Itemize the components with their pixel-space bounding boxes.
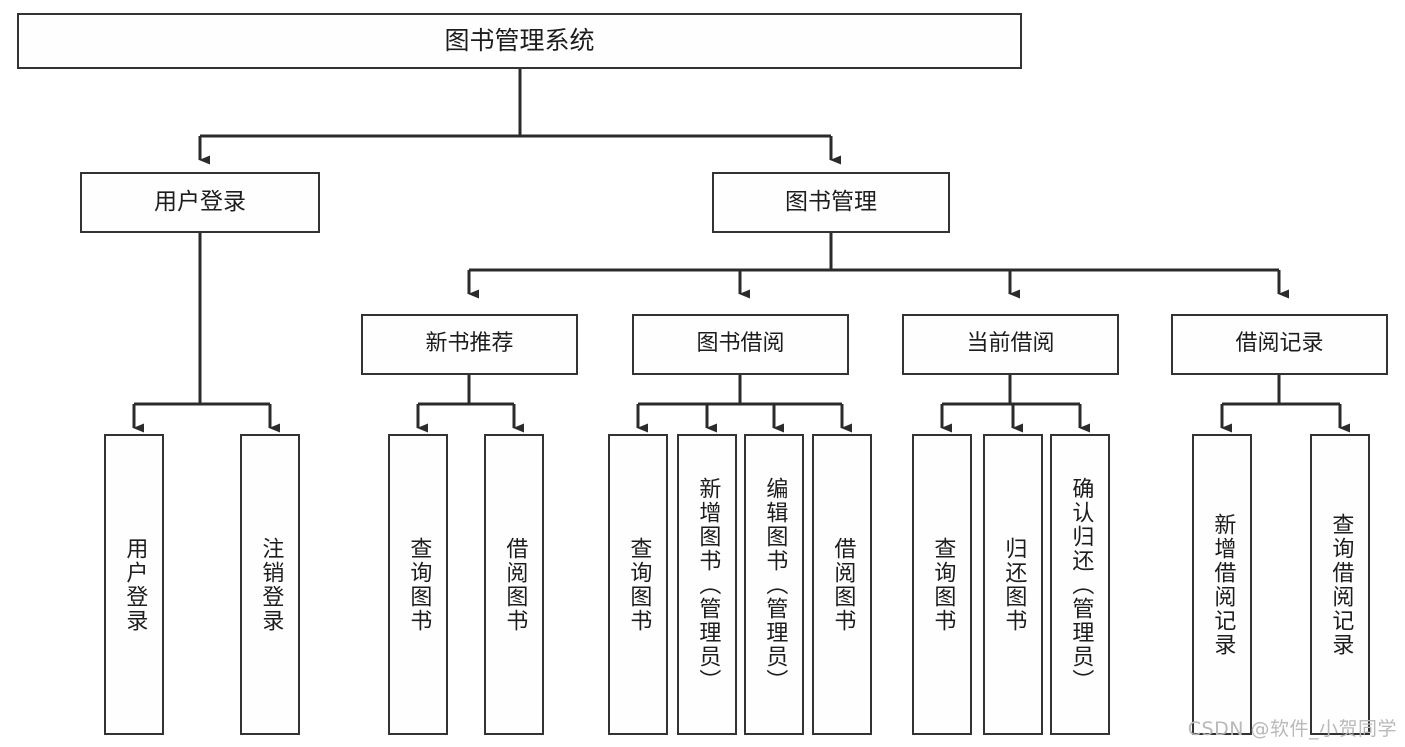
node-label-leaf-add-book: 新增图书（管理员）	[695, 476, 721, 693]
node-new-book-recommend[interactable]: 新书推荐	[361, 314, 578, 375]
node-leaf-user-login[interactable]: 用户登录	[104, 434, 164, 735]
node-label-leaf-logout: 注销登录	[258, 536, 284, 633]
node-book-management[interactable]: 图书管理	[712, 172, 950, 233]
node-label-leaf-add-borrow-record: 新增借阅记录	[1210, 512, 1236, 657]
node-current-borrow[interactable]: 当前借阅	[902, 314, 1119, 375]
node-root[interactable]: 图书管理系统	[17, 13, 1022, 69]
node-leaf-query-book-1[interactable]: 查询图书	[388, 434, 448, 735]
node-leaf-return-book[interactable]: 归还图书	[983, 434, 1043, 735]
node-label-leaf-query-book-2: 查询图书	[626, 536, 652, 633]
node-leaf-query-book-3[interactable]: 查询图书	[912, 434, 972, 735]
node-label-book-borrow: 图书借阅	[696, 331, 785, 357]
node-label-leaf-borrow-book-2: 借阅图书	[830, 536, 856, 633]
node-leaf-borrow-book-2[interactable]: 借阅图书	[812, 434, 872, 735]
node-label-leaf-edit-book: 编辑图书（管理员）	[762, 476, 788, 693]
node-user-login[interactable]: 用户登录	[80, 172, 320, 233]
node-leaf-query-borrow-record[interactable]: 查询借阅记录	[1310, 434, 1370, 735]
node-label-leaf-borrow-book-1: 借阅图书	[502, 536, 528, 633]
node-label-book-management: 图书管理	[785, 188, 877, 215]
node-label-current-borrow: 当前借阅	[966, 331, 1055, 357]
node-leaf-edit-book[interactable]: 编辑图书（管理员）	[744, 434, 804, 735]
node-leaf-borrow-book-1[interactable]: 借阅图书	[484, 434, 544, 735]
node-leaf-add-borrow-record[interactable]: 新增借阅记录	[1192, 434, 1252, 735]
node-leaf-add-book[interactable]: 新增图书（管理员）	[677, 434, 737, 735]
node-label-new-book-recommend: 新书推荐	[425, 331, 514, 357]
node-borrow-record[interactable]: 借阅记录	[1171, 314, 1388, 375]
node-label-user-login: 用户登录	[154, 188, 246, 215]
node-label-leaf-confirm-return: 确认归还（管理员）	[1068, 476, 1094, 693]
node-label-leaf-user-login: 用户登录	[122, 536, 148, 633]
node-label-leaf-query-book-1: 查询图书	[406, 536, 432, 633]
node-book-borrow[interactable]: 图书借阅	[632, 314, 849, 375]
node-label-borrow-record: 借阅记录	[1235, 331, 1324, 357]
node-label-leaf-query-book-3: 查询图书	[930, 536, 956, 633]
node-label-leaf-return-book: 归还图书	[1001, 536, 1027, 633]
node-leaf-logout[interactable]: 注销登录	[240, 434, 300, 735]
node-label-leaf-query-borrow-record: 查询借阅记录	[1328, 512, 1354, 657]
csdn-watermark: CSDN @软件_小贺同学	[1187, 718, 1397, 740]
node-label-root: 图书管理系统	[444, 26, 595, 55]
node-leaf-confirm-return[interactable]: 确认归还（管理员）	[1050, 434, 1110, 735]
node-leaf-query-book-2[interactable]: 查询图书	[608, 434, 668, 735]
